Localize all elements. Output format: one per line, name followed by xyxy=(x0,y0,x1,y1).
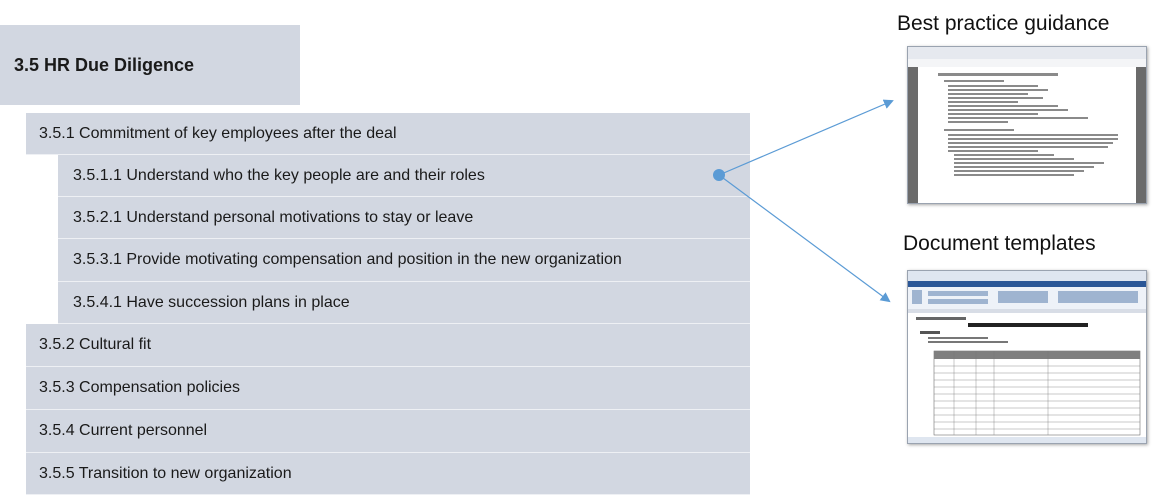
arrow-to-templates xyxy=(718,174,891,303)
sub-item-succession[interactable]: 3.5.4.1 Have succession plans in place xyxy=(58,282,750,324)
document-preview-image xyxy=(908,47,1146,203)
template-preview-image xyxy=(908,271,1146,443)
best-practice-thumbnail[interactable] xyxy=(907,46,1147,204)
connector-dot xyxy=(713,169,725,181)
list-item-cultural-fit[interactable]: 3.5.2 Cultural fit xyxy=(26,324,750,367)
list-item-compensation-policies[interactable]: 3.5.3 Compensation policies xyxy=(26,367,750,410)
section-header: 3.5 HR Due Diligence xyxy=(0,25,300,105)
list-item-label: 3.5.3.1 Provide motivating compensation … xyxy=(73,251,622,268)
arrow-to-best-practice xyxy=(718,99,894,176)
list-item-label: 3.5.1.1 Understand who the key people ar… xyxy=(73,166,485,184)
list-item-commitment[interactable]: 3.5.1 Commitment of key employees after … xyxy=(26,113,750,155)
list-item-label: 3.5.2 Cultural fit xyxy=(39,336,152,353)
list-item-transition[interactable]: 3.5.5 Transition to new organization xyxy=(26,453,750,495)
document-templates-title: Document templates xyxy=(903,232,1096,255)
document-templates-thumbnail[interactable] xyxy=(907,270,1147,444)
list-item-label: 3.5.3 Compensation policies xyxy=(39,379,241,396)
list-item-label: 3.5.2.1 Understand personal motivations … xyxy=(73,208,474,226)
sub-item-motivations[interactable]: 3.5.2.1 Understand personal motivations … xyxy=(58,197,750,239)
list-item-label: 3.5.4 Current personnel xyxy=(39,422,208,439)
best-practice-title: Best practice guidance xyxy=(897,12,1110,35)
list-item-label: 3.5.5 Transition to new organization xyxy=(39,464,292,482)
list-item-label: 3.5.4.1 Have succession plans in place xyxy=(73,293,350,311)
list-item-label: 3.5.1 Commitment of key employees after … xyxy=(39,124,397,142)
list-item-current-personnel[interactable]: 3.5.4 Current personnel xyxy=(26,410,750,453)
sub-item-compensation[interactable]: 3.5.3.1 Provide motivating compensation … xyxy=(58,239,750,282)
section-title: 3.5 HR Due Diligence xyxy=(14,54,195,75)
sub-item-key-people[interactable]: 3.5.1.1 Understand who the key people ar… xyxy=(58,155,750,197)
